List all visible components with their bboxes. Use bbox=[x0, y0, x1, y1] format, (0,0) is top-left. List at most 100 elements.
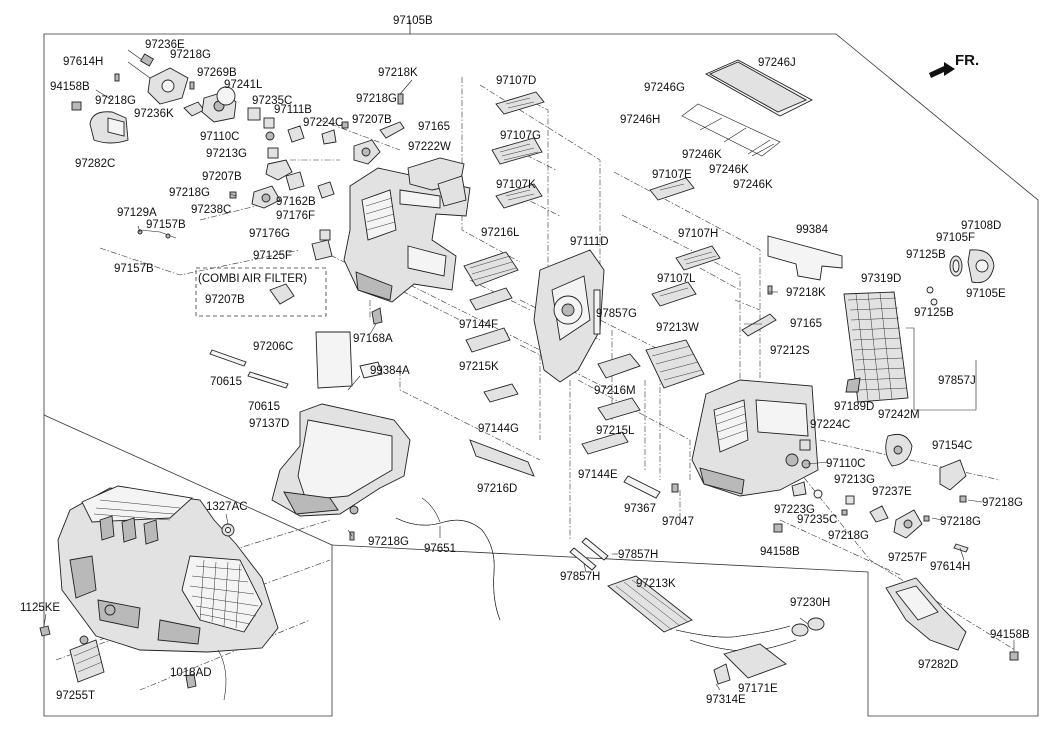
part-label-97137d: 97137D bbox=[249, 418, 289, 430]
lower-case bbox=[209, 331, 535, 541]
assembly-frame bbox=[43, 20, 1039, 717]
complete-hvac-assembly bbox=[39, 485, 279, 701]
part-label-97241l: 97241L bbox=[224, 79, 263, 91]
label-leaders bbox=[43, 61, 1015, 691]
part-label-94158b-b: 94158B bbox=[760, 546, 800, 558]
part-label-97215l: 97215L bbox=[596, 425, 635, 437]
left-case bbox=[343, 157, 471, 325]
part-label-97144e: 97144E bbox=[578, 469, 618, 481]
part-label-97218g-c: 97218G bbox=[356, 93, 397, 105]
part-label-70615-a: 70615 bbox=[210, 376, 242, 388]
part-label-97218g-f: 97218G bbox=[940, 516, 981, 528]
part-label-1018ad: 1018AD bbox=[170, 667, 212, 679]
cover-and-rings bbox=[767, 235, 995, 306]
part-label-97213g-b: 97213G bbox=[834, 474, 875, 486]
part-label-97857g: 97857G bbox=[596, 308, 637, 320]
part-label-97223g: 97223G bbox=[774, 504, 815, 516]
front-arrow-icon bbox=[929, 62, 955, 78]
part-label-97230h: 97230H bbox=[790, 597, 830, 609]
part-label-97162b: 97162B bbox=[276, 196, 316, 208]
part-label-97857h-a: 97857H bbox=[618, 549, 658, 561]
part-label-97238c: 97238C bbox=[191, 204, 231, 216]
part-label-94158b-a: 94158B bbox=[50, 81, 90, 93]
part-label-97367: 97367 bbox=[624, 503, 656, 515]
part-label-99384-a: 99384 bbox=[796, 224, 829, 236]
part-label-97108d: 97108D bbox=[961, 220, 1001, 232]
part-label-97207b-c: 97207B bbox=[205, 294, 245, 306]
part-label-97213k: 97213K bbox=[636, 578, 676, 590]
part-label-97224c-b: 97224C bbox=[810, 419, 850, 431]
part-label-97107h: 97107H bbox=[678, 228, 718, 240]
front-indicator-label: FR. bbox=[955, 52, 979, 69]
dash-leaders bbox=[55, 77, 1016, 691]
part-label-97171e: 97171E bbox=[738, 683, 778, 695]
part-label-97614h-a: 97614H bbox=[63, 56, 103, 68]
part-label-97105f: 97105F bbox=[936, 232, 975, 244]
part-label-97144g: 97144G bbox=[478, 423, 519, 435]
part-label-97047: 97047 bbox=[662, 516, 694, 528]
part-label-97216l: 97216L bbox=[481, 227, 520, 239]
part-label-97125b-a: 97125B bbox=[906, 249, 946, 261]
part-label-97107g: 97107G bbox=[500, 130, 541, 142]
part-label-97218g-d: 97218G bbox=[169, 187, 210, 199]
part-label-97257f: 97257F bbox=[888, 552, 927, 564]
part-label-97129a: 97129A bbox=[117, 207, 157, 219]
part-label-97246k-b: 97246K bbox=[709, 164, 749, 176]
seal-kit bbox=[681, 59, 813, 157]
part-label-97107l: 97107L bbox=[657, 273, 696, 285]
part-label-97246k-c: 97246K bbox=[733, 179, 773, 191]
part-label-97218g-a: 97218G bbox=[170, 49, 211, 61]
part-label-99384a: 99384A bbox=[370, 365, 410, 377]
part-label-97857h-b: 97857H bbox=[560, 571, 600, 583]
part-label-97282c: 97282C bbox=[75, 158, 115, 170]
part-label-97157b-b: 97157B bbox=[114, 263, 154, 275]
part-label-97255t: 97255T bbox=[56, 690, 95, 702]
part-label-97235c-a: 97235C bbox=[252, 95, 292, 107]
part-label-97213g-a: 97213G bbox=[206, 148, 247, 160]
part-label-97236e: 97236E bbox=[145, 39, 185, 51]
part-label-97222w: 97222W bbox=[408, 141, 451, 153]
part-label-97125f: 97125F bbox=[253, 250, 292, 262]
part-label-97216m: 97216M bbox=[594, 385, 636, 397]
part-label-97218g-b: 97218G bbox=[95, 95, 136, 107]
part-label-97224c-a: 97224C bbox=[303, 117, 343, 129]
part-label-97207b-b: 97207B bbox=[202, 171, 242, 183]
part-label-97165-b: 97165 bbox=[790, 318, 822, 330]
rear-duct bbox=[885, 577, 1019, 661]
part-label-97246j: 97246J bbox=[758, 57, 796, 69]
part-label-97282d: 97282D bbox=[918, 659, 958, 671]
part-labels: FR. (COMBI AIR FILTER) 97105B97614H97236… bbox=[20, 15, 1030, 706]
part-label-97107d: 97107D bbox=[496, 75, 536, 87]
heater-core bbox=[569, 537, 825, 685]
part-label-97236k: 97236K bbox=[134, 108, 174, 120]
part-label-97314e: 97314E bbox=[706, 694, 746, 706]
part-label-97105e: 97105E bbox=[966, 288, 1006, 300]
part-label-97189d: 97189D bbox=[834, 401, 874, 413]
part-label-97246k-a: 97246K bbox=[682, 149, 722, 161]
part-label-97218g-g: 97218G bbox=[828, 530, 869, 542]
part-label-97206c: 97206C bbox=[253, 341, 293, 353]
part-label-97215k: 97215K bbox=[459, 361, 499, 373]
actuator-parts-upper-center bbox=[287, 93, 405, 165]
part-label-97242m: 97242M bbox=[878, 409, 920, 421]
part-label-97111d: 97111D bbox=[570, 236, 609, 248]
part-label-97614h-b: 97614H bbox=[930, 561, 970, 573]
door-flaps-right bbox=[581, 177, 721, 499]
part-label-97857j: 97857J bbox=[938, 375, 976, 387]
part-label-97144f: 97144F bbox=[459, 319, 498, 331]
part-label-97218k-a: 97218K bbox=[378, 67, 418, 79]
combi-air-filter-label: (COMBI AIR FILTER) bbox=[198, 273, 307, 285]
part-label-94158b-c: 94158B bbox=[990, 629, 1030, 641]
part-label-97110c-a: 97110C bbox=[200, 131, 239, 143]
drain-hose bbox=[395, 497, 501, 621]
part-label-97235c-b: 97235C bbox=[797, 514, 837, 526]
part-label-97218g-e: 97218G bbox=[982, 497, 1023, 509]
part-label-97246g: 97246G bbox=[644, 82, 685, 94]
part-label-70615-b: 70615 bbox=[248, 401, 280, 413]
part-label-97651: 97651 bbox=[424, 543, 456, 555]
part-label-1327ac: 1327AC bbox=[206, 501, 248, 513]
door-flaps-center bbox=[463, 91, 545, 353]
part-label-97107e: 97107E bbox=[652, 169, 692, 181]
